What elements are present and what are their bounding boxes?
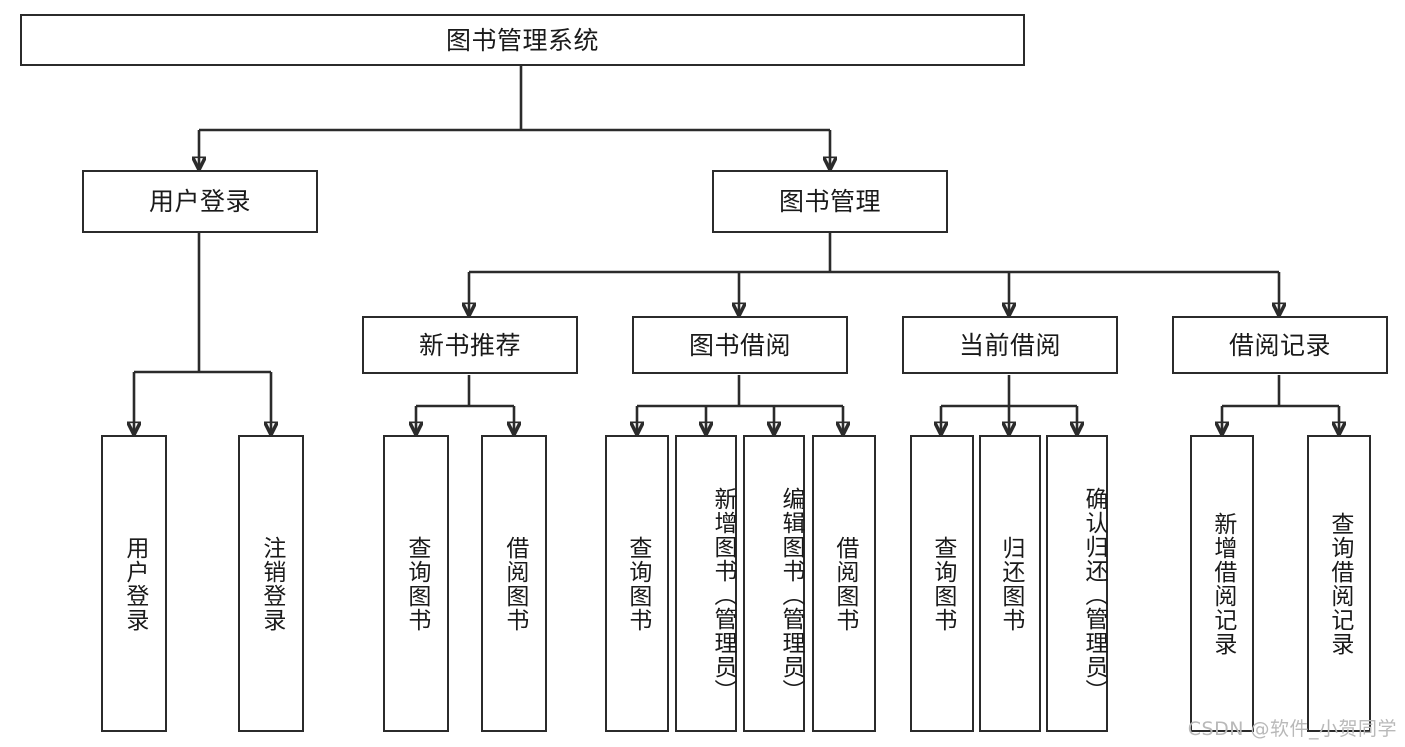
node-label: 新书推荐 [418,330,521,360]
node-label: 用户登录 [148,187,251,216]
leaf-add-record[interactable]: 新增借阅记录 [1190,435,1254,732]
leaf-borrow-book-2[interactable]: 借阅图书 [812,435,876,732]
node-label: 新增借阅记录 [1209,511,1236,656]
node-label: 确认归还（管理员） [1081,486,1107,703]
node-label: 查询图书 [403,535,430,632]
node-label: 借阅图书 [831,535,858,632]
leaf-query-book-2[interactable]: 查询图书 [605,435,669,732]
leaf-user-login[interactable]: 用户登录 [101,435,167,732]
leaf-add-book[interactable]: 新增图书（管理员） [675,435,737,732]
node-label: 当前借阅 [958,330,1061,360]
node-label: 借阅图书 [501,535,528,632]
leaf-confirm-return[interactable]: 确认归还（管理员） [1046,435,1108,732]
node-current-borrow[interactable]: 当前借阅 [902,316,1118,374]
node-label: 图书借阅 [688,330,791,360]
node-label: 查询图书 [929,535,956,632]
node-borrow-record[interactable]: 借阅记录 [1172,316,1388,374]
node-label: 编辑图书（管理员） [778,486,804,703]
leaf-edit-book[interactable]: 编辑图书（管理员） [743,435,805,732]
csdn-watermark: CSDN @软件_小贺同学 [1187,718,1397,740]
leaf-borrow-book-1[interactable]: 借阅图书 [481,435,547,732]
leaf-user-logout[interactable]: 注销登录 [238,435,304,732]
leaf-query-book-1[interactable]: 查询图书 [383,435,449,732]
node-user-login[interactable]: 用户登录 [82,170,318,233]
node-book-manage[interactable]: 图书管理 [712,170,948,233]
node-label: 借阅记录 [1228,330,1331,360]
node-label: 注销登录 [258,535,285,632]
node-label: 归还图书 [997,535,1024,632]
node-label: 查询借阅记录 [1326,511,1353,656]
node-new-book-recommend[interactable]: 新书推荐 [362,316,578,374]
leaf-query-record[interactable]: 查询借阅记录 [1307,435,1371,732]
node-label: 图书管理 [778,187,881,216]
node-label: 用户登录 [121,535,148,632]
node-label: 新增图书（管理员） [710,486,736,703]
leaf-return-book[interactable]: 归还图书 [979,435,1041,732]
node-book-borrow[interactable]: 图书借阅 [632,316,848,374]
leaf-query-book-3[interactable]: 查询图书 [910,435,974,732]
node-label: 图书管理系统 [445,25,599,55]
node-root-system[interactable]: 图书管理系统 [20,14,1025,66]
node-label: 查询图书 [624,535,651,632]
